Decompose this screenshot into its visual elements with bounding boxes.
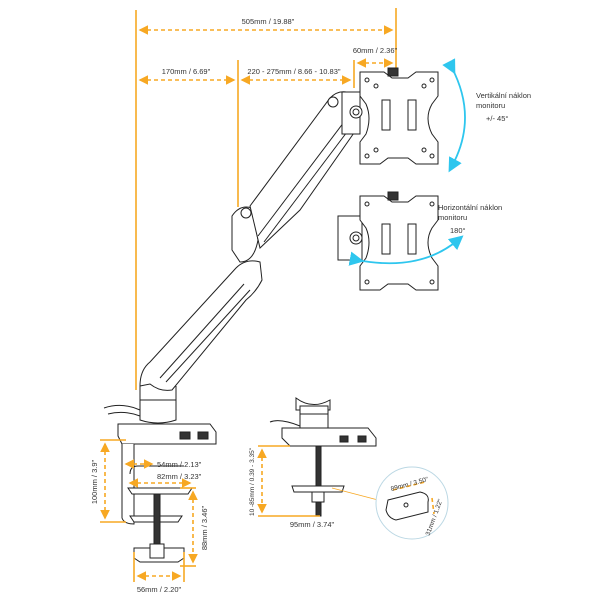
vertical-tilt-title: Vertikální náklon (476, 91, 531, 100)
plate-offset-label: 60mm / 2.36" (353, 46, 398, 55)
dimension-knob-width: 56mm / 2.20" (133, 552, 185, 594)
dimension-clamp-screw: 88mm / 3.46" (180, 487, 209, 567)
monitor-arm (103, 91, 363, 445)
washer-inset: 89mm / 3.50" 31mm / 1.22" (375, 466, 449, 540)
usb-port-icon (339, 435, 349, 443)
vesa-plate-upper (359, 67, 439, 165)
vertical-tilt-arrow-icon (442, 58, 466, 173)
vertical-tilt-note: Vertikální náklon monitoru +/- 45° (476, 91, 531, 123)
head-bolt-icon (327, 96, 339, 108)
dimension-clamp-height: 100mm / 3.9" (90, 439, 126, 523)
clamp-inner-label: 54mm / 2.13" (157, 460, 202, 469)
grommet-screw (315, 445, 322, 517)
clamp-screw (153, 493, 161, 545)
clamp-plate (127, 487, 193, 495)
vertical-tilt-value: +/- 45° (486, 114, 508, 123)
elbow-bolt-icon (240, 207, 252, 219)
usb-port-icon (357, 435, 367, 443)
pole-to-joint-label: 170mm / 6.69" (162, 67, 211, 76)
usb-port-icon (179, 431, 191, 440)
horizontal-tilt-title: Horizontální náklon (438, 203, 502, 212)
dimension-plate-offset: 60mm / 2.36" (353, 46, 398, 68)
dimension-grommet-range: 10 -85mm / 0.39 - 3.35" (249, 445, 320, 517)
grommet-mount (269, 397, 377, 517)
grommet-base-label: 95mm / 3.74" (290, 520, 335, 529)
grommet-range-label: 10 -85mm / 0.39 - 3.35" (249, 447, 256, 516)
clamp-plate-label: 82mm / 3.23" (157, 472, 202, 481)
pole (139, 386, 177, 424)
usb-port-icon (197, 431, 209, 440)
clamp-height-label: 100mm / 3.9" (90, 459, 99, 504)
grommet-washer (291, 485, 345, 493)
dimension-pole-to-joint: 170mm / 6.69" (138, 67, 236, 85)
horizontal-tilt-arrow-icon (348, 235, 464, 266)
horizontal-tilt-note: Horizontální náklon monitoru 180° (438, 203, 502, 235)
dimension-clamp-inner: 54mm / 2.13" (124, 459, 202, 469)
horizontal-tilt-value: 180° (450, 226, 466, 235)
lower-arm (139, 260, 263, 391)
dimension-upper-arm: 220 - 275mm / 8.66 - 10.83" (240, 67, 352, 85)
clamp-top (117, 423, 217, 445)
vesa-plate-lower (337, 191, 439, 291)
inset-leader-line (331, 487, 379, 501)
dimension-guides (135, 8, 397, 390)
grommet-pole (299, 405, 329, 429)
dimension-clamp-plate: 82mm / 3.23" (128, 472, 202, 488)
knob-width-label: 56mm / 2.20" (137, 585, 182, 594)
vertical-tilt-subtitle: monitoru (476, 101, 505, 110)
clamp-screw-label: 88mm / 3.46" (200, 505, 209, 550)
total-reach-label: 505mm / 19.88" (242, 17, 295, 26)
horizontal-tilt-subtitle: monitoru (438, 213, 467, 222)
dimension-total-reach: 505mm / 19.88" (138, 17, 394, 35)
upper-arm-label: 220 - 275mm / 8.66 - 10.83" (247, 67, 340, 76)
grommet-base (281, 427, 377, 447)
